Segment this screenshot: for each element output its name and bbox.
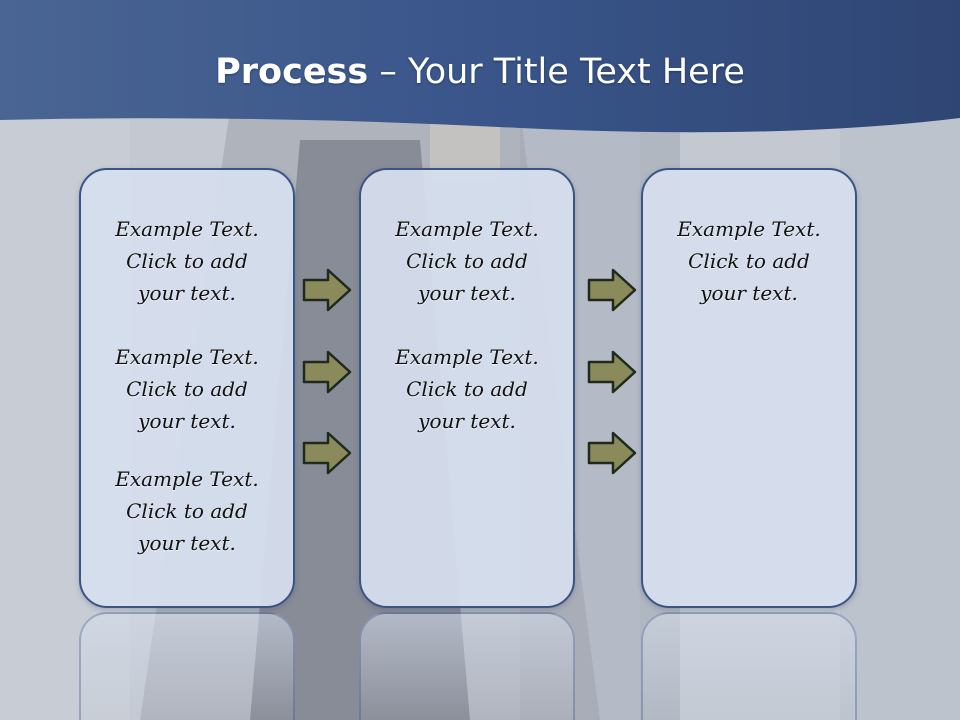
text-line: Click to add <box>126 249 248 273</box>
text-block[interactable]: Example Text. Click to add your text. <box>361 213 573 309</box>
text-line: your text. <box>700 281 798 305</box>
text-line: Click to add <box>126 499 248 523</box>
process-box-3-reflection <box>641 612 857 720</box>
text-line: Click to add <box>406 377 528 401</box>
right-arrow-icon[interactable] <box>302 350 352 394</box>
text-block[interactable]: Example Text. Click to add your text. <box>81 463 293 559</box>
text-line: your text. <box>418 281 516 305</box>
right-arrow-icon[interactable] <box>587 350 637 394</box>
text-line: Example Text. <box>677 217 821 241</box>
text-line: your text. <box>138 531 236 555</box>
slide-title[interactable]: Process – Your Title Text Here <box>0 52 960 92</box>
text-line: Example Text. <box>395 345 539 369</box>
right-arrow-icon[interactable] <box>302 431 352 475</box>
text-line: Click to add <box>406 249 528 273</box>
text-line: Example Text. <box>115 467 259 491</box>
process-box-2-reflection <box>359 612 575 720</box>
text-block[interactable]: Example Text. Click to add your text. <box>643 213 855 309</box>
title-bold: Process <box>215 52 369 92</box>
process-box-1[interactable]: Example Text. Click to add your text. Ex… <box>79 168 295 608</box>
process-box-3[interactable]: Example Text. Click to add your text. <box>641 168 857 608</box>
text-block[interactable]: Example Text. Click to add your text. <box>81 341 293 437</box>
text-line: your text. <box>138 409 236 433</box>
text-line: your text. <box>138 281 236 305</box>
text-line: Example Text. <box>115 217 259 241</box>
right-arrow-icon[interactable] <box>587 268 637 312</box>
text-line: Example Text. <box>115 345 259 369</box>
right-arrow-icon[interactable] <box>302 268 352 312</box>
right-arrow-icon[interactable] <box>587 431 637 475</box>
text-line: Example Text. <box>395 217 539 241</box>
process-box-2[interactable]: Example Text. Click to add your text. Ex… <box>359 168 575 608</box>
header-band <box>0 0 960 133</box>
title-rest: – Your Title Text Here <box>368 52 745 92</box>
text-block[interactable]: Example Text. Click to add your text. <box>361 341 573 437</box>
text-line: Click to add <box>688 249 810 273</box>
text-line: your text. <box>418 409 516 433</box>
text-block[interactable]: Example Text. Click to add your text. <box>81 213 293 309</box>
process-box-1-reflection <box>79 612 295 720</box>
text-line: Click to add <box>126 377 248 401</box>
